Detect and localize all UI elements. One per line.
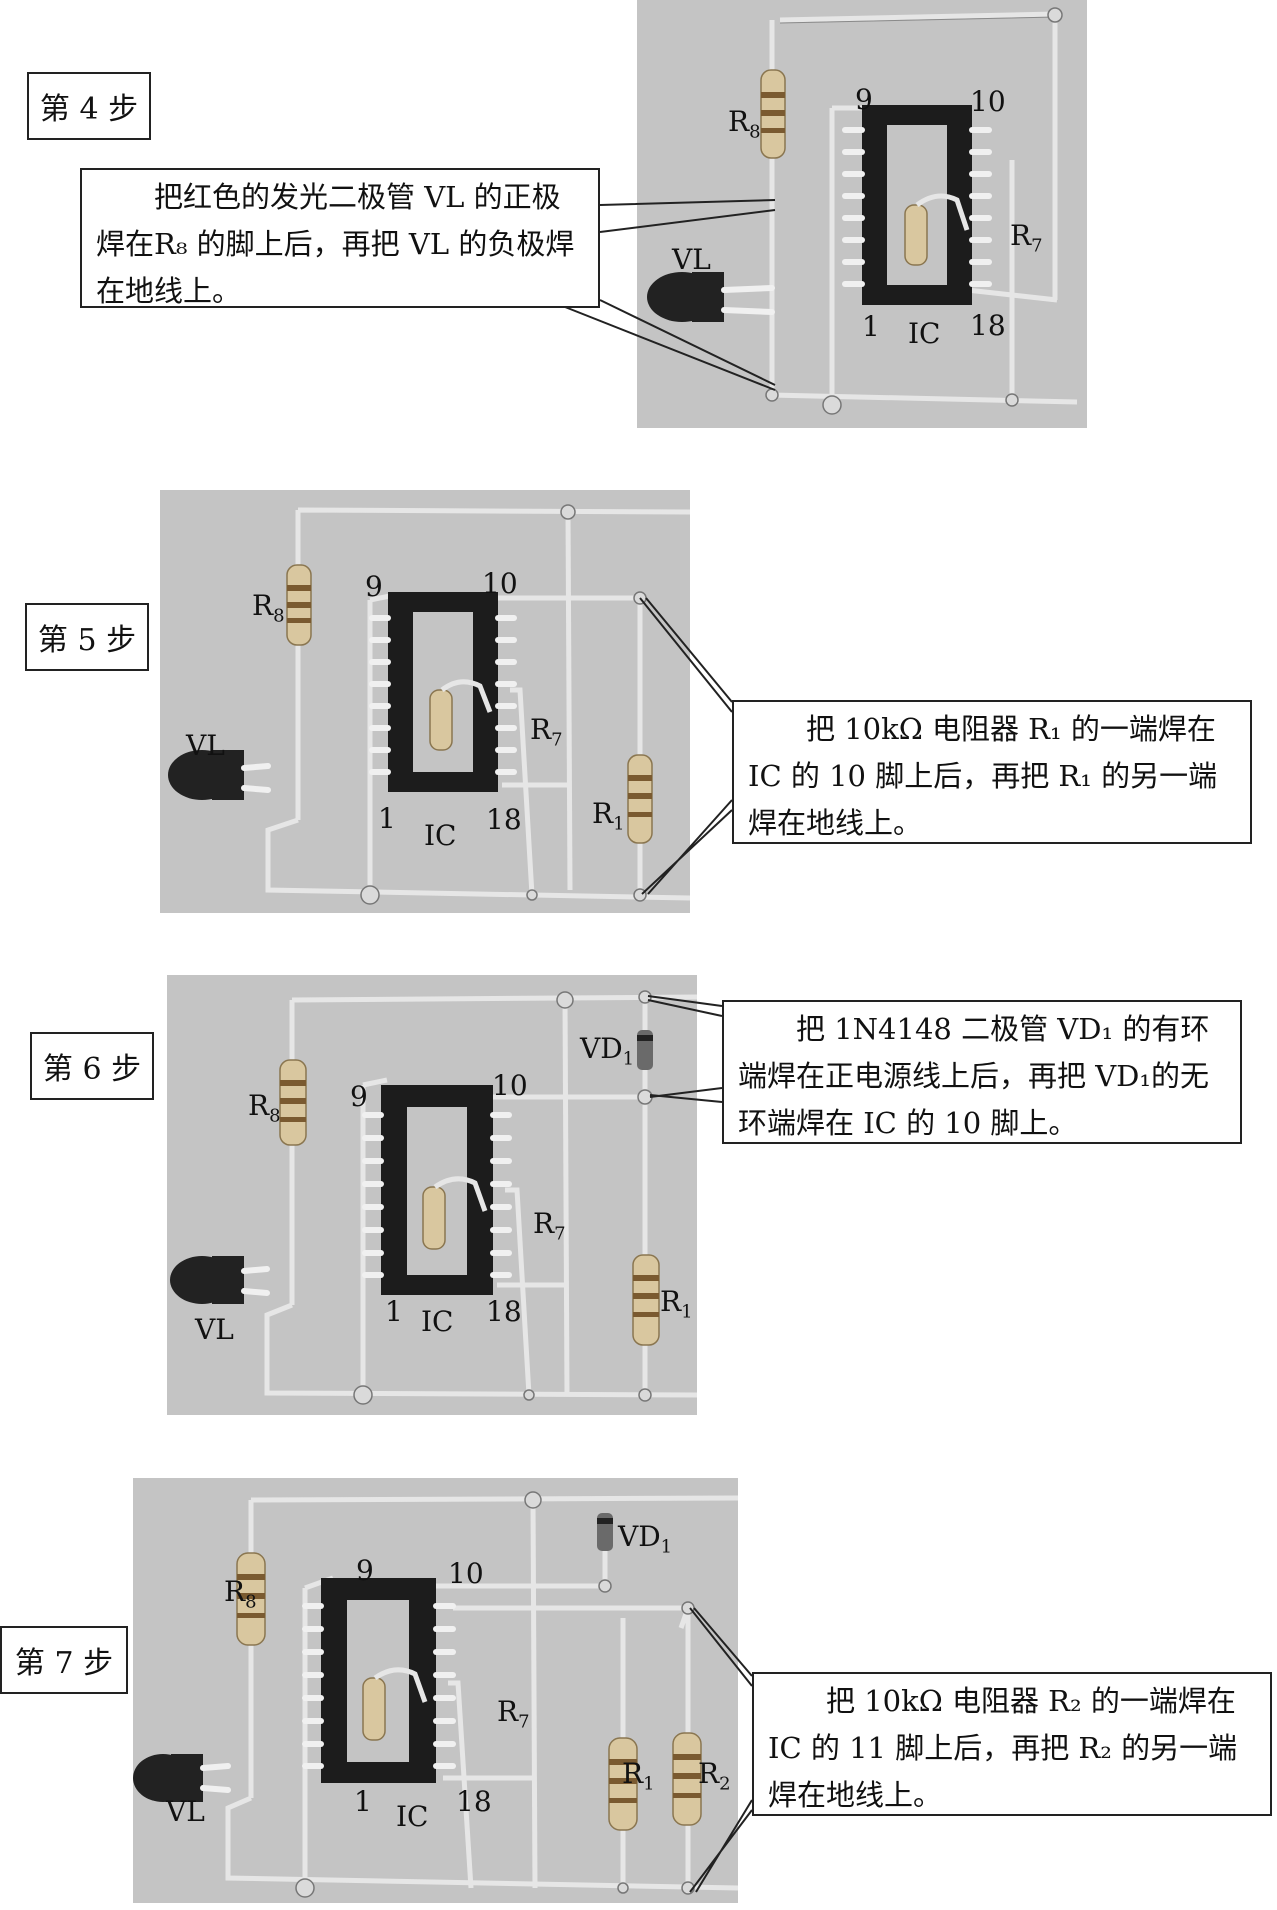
step-4-instruction: 把红色的发光二极管 VL 的正极焊在R₈ 的脚上后，再把 VL 的负极焊在地线上… bbox=[80, 168, 600, 308]
step-5-label-ic: IC bbox=[424, 819, 457, 852]
step-5-label-vl: VL bbox=[186, 729, 225, 762]
step-4-photo bbox=[637, 0, 1087, 428]
step-5-label-pin1: 1 bbox=[378, 802, 396, 835]
step-7-label-vd1: VD1 bbox=[618, 1520, 673, 1558]
step-7-circuit-illustration bbox=[133, 1478, 738, 1903]
step-4-label-pin10: 10 bbox=[970, 85, 1006, 118]
step-5-label-pin18: 18 bbox=[486, 803, 522, 836]
step-5-label-r8: R8 bbox=[252, 589, 285, 627]
step-4-label-ic: IC bbox=[908, 317, 941, 350]
step-5-label-pin9: 9 bbox=[365, 570, 383, 603]
step-7-label: 第 7 步 bbox=[0, 1626, 128, 1694]
step-7-label-ic: IC bbox=[396, 1800, 429, 1833]
step-6-label-r1: R1 bbox=[660, 1285, 693, 1323]
step-7-label-r7: R7 bbox=[497, 1695, 530, 1733]
step-6-label-pin1: 1 bbox=[385, 1295, 403, 1328]
step-4-label-r8: R8 bbox=[728, 105, 761, 143]
step-6-label-pin10: 10 bbox=[492, 1069, 528, 1102]
step-4-label: 第 4 步 bbox=[27, 72, 151, 140]
step-6-circuit-illustration bbox=[167, 975, 697, 1415]
step-6-label-r7: R7 bbox=[533, 1207, 566, 1245]
step-7-label-vl: VL bbox=[166, 1795, 205, 1828]
step-6-label-pin18: 18 bbox=[486, 1295, 522, 1328]
step-4-label-pin18: 18 bbox=[970, 309, 1006, 342]
step-4-label-vl: VL bbox=[672, 243, 711, 276]
step-7-label-r1: R1 bbox=[622, 1757, 655, 1795]
step-7-label-r2: R2 bbox=[698, 1757, 731, 1795]
step-7-label-r8: R8 bbox=[224, 1575, 257, 1613]
step-7-photo bbox=[133, 1478, 738, 1903]
step-5-label: 第 5 步 bbox=[25, 603, 149, 671]
step-7-label-pin1: 1 bbox=[354, 1785, 372, 1818]
step-4-label-pin1: 1 bbox=[862, 310, 880, 343]
step-5-label-r1: R1 bbox=[592, 797, 625, 835]
step-7-label-pin10: 10 bbox=[448, 1557, 484, 1590]
step-7-label-pin9: 9 bbox=[356, 1554, 374, 1587]
step-5-label-r7: R7 bbox=[530, 713, 563, 751]
step-4-label-pin9: 9 bbox=[855, 83, 873, 116]
step-7-label-pin18: 18 bbox=[456, 1785, 492, 1818]
step-5-label-pin10: 10 bbox=[482, 567, 518, 600]
step-7-instruction: 把 10kΩ 电阻器 R₂ 的一端焊在IC 的 11 脚上后，再把 R₂ 的另一… bbox=[752, 1672, 1272, 1816]
step-6-photo bbox=[167, 975, 697, 1415]
step-6-label: 第 6 步 bbox=[30, 1032, 154, 1100]
step-6-label-pin9: 9 bbox=[350, 1080, 368, 1113]
step-6-instruction: 把 1N4148 二极管 VD₁ 的有环端焊在正电源线上后，再把 VD₁的无环端… bbox=[722, 1000, 1242, 1144]
step-6-label-ic: IC bbox=[421, 1305, 454, 1338]
step-5-instruction: 把 10kΩ 电阻器 R₁ 的一端焊在IC 的 10 脚上后，再把 R₁ 的另一… bbox=[732, 700, 1252, 844]
step-4-circuit-illustration bbox=[637, 0, 1087, 428]
step-6-label-vd1: VD1 bbox=[580, 1032, 635, 1070]
step-4-label-r7: R7 bbox=[1010, 219, 1043, 257]
step-6-label-r8: R8 bbox=[248, 1089, 281, 1127]
step-6-label-vl: VL bbox=[195, 1313, 234, 1346]
